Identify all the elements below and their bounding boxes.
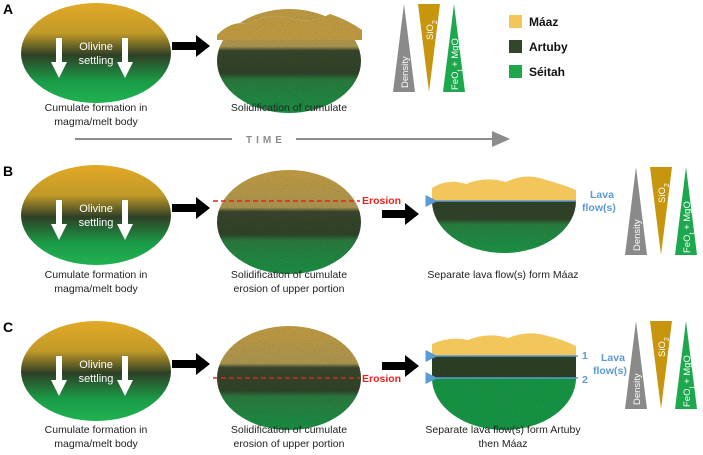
lava-flow-number-1: 1 [582,350,588,362]
density-label: Density [632,219,643,251]
cumulate-caption-c-line1: Cumulate formation in [45,424,148,436]
solid-caption-c-line1: Solidification of cumulate [231,424,347,436]
lava-flow-number-2: 2 [582,374,588,386]
lava-label-c-line1: Lava [601,352,625,364]
magma-ellipse [21,321,171,421]
legend-label-maaz: Máaz [529,15,558,29]
lava-flow-result-c [432,333,576,430]
density-label: Density [400,56,411,88]
feo-mgo-triangle [443,4,465,92]
density-triangle [625,167,647,255]
feo-mgo-triangle [675,167,697,255]
olivine-label: Olivine [79,359,113,371]
panel-label-c: C [3,319,13,335]
density-triangle [625,321,647,409]
sio2-label: SiO2 [657,183,671,203]
solid-caption-b-line2: erosion of upper portion [234,283,345,295]
feo-mgo-label: FeOt + MgO [450,38,464,90]
cumulate-caption-a-line1: Cumulate formation in [45,102,148,114]
solid-caption-a: Solidification of cumulate [231,102,347,114]
lava-flow-result-b [432,176,576,253]
lava-caption-c-line2: then Máaz [478,438,527,450]
stage-arrow-a1 [172,35,210,57]
legend-swatch-artuby [509,40,522,53]
olivine-label: Olivine [79,41,113,53]
sio2-triangle [650,167,672,255]
solidified-cumulate-a [217,9,362,113]
settling-label: settling [79,373,114,385]
panel-label-a: A [3,1,13,17]
stage-arrow-b1 [172,197,210,219]
legend-label-artuby: Artuby [529,40,568,54]
settling-arrow-left [51,200,67,240]
magma-ellipse [21,165,171,265]
legend: Máaz Artuby Séitah [509,15,568,79]
solid-caption-c-line2: erosion of upper portion [234,438,345,450]
sio2-triangle [650,321,672,409]
cumulate-caption-b-line2: magma/melt body [54,283,138,295]
magma-body-b: Olivine settling [21,165,171,265]
settling-arrow-right [117,200,133,240]
feo-mgo-label: FeOt + MgO [682,355,696,407]
settling-arrow-left [51,356,67,396]
cumulate-caption-a-line2: magma/melt body [54,116,138,128]
feo-mgo-label: FeOt + MgO [682,201,696,253]
magma-ellipse [21,3,171,103]
legend-label-seitah: Séitah [529,65,565,79]
sio2-label: SiO2 [425,20,439,40]
lava-label-b-line1: Lava [590,189,614,201]
settling-arrow-left [51,38,67,78]
sio2-label: SiO2 [657,337,671,357]
settling-arrow-right [117,38,133,78]
stage-arrow-c2 [382,355,419,377]
solid-caption-b-line1: Solidification of cumulate [231,269,347,281]
magma-body-c: Olivine settling [21,321,171,421]
legend-swatch-seitah [509,65,522,78]
magma-body-a: Olivine settling [21,3,171,103]
lava-label-c-line2: flow(s) [593,365,627,377]
feo-mgo-triangle [675,321,697,409]
olivine-label: Olivine [79,203,113,215]
time-label: TIME [246,135,286,146]
erosion-label-b: Erosion [362,195,401,207]
panel-label-b: B [3,163,13,179]
erosion-label-c: Erosion [362,373,401,385]
settling-label: settling [79,55,114,67]
solidified-cumulate-b [217,170,361,274]
stage-arrow-c1 [172,353,210,375]
cumulate-caption-c-line2: magma/melt body [54,438,138,450]
settling-arrow-right [117,356,133,396]
cumulate-caption-b-line1: Cumulate formation in [45,269,148,281]
density-triangle [393,4,415,92]
lava-label-b-line2: flow(s) [582,202,616,214]
settling-label: settling [79,217,114,229]
lava-caption-b: Separate lava flow(s) form Máaz [427,269,578,281]
stage-arrow-b2 [382,203,419,225]
lava-caption-c-line1: Separate lava flow(s) form Artuby [425,424,581,436]
sio2-triangle [418,4,440,92]
density-label: Density [632,373,643,405]
legend-swatch-maaz [509,15,522,28]
